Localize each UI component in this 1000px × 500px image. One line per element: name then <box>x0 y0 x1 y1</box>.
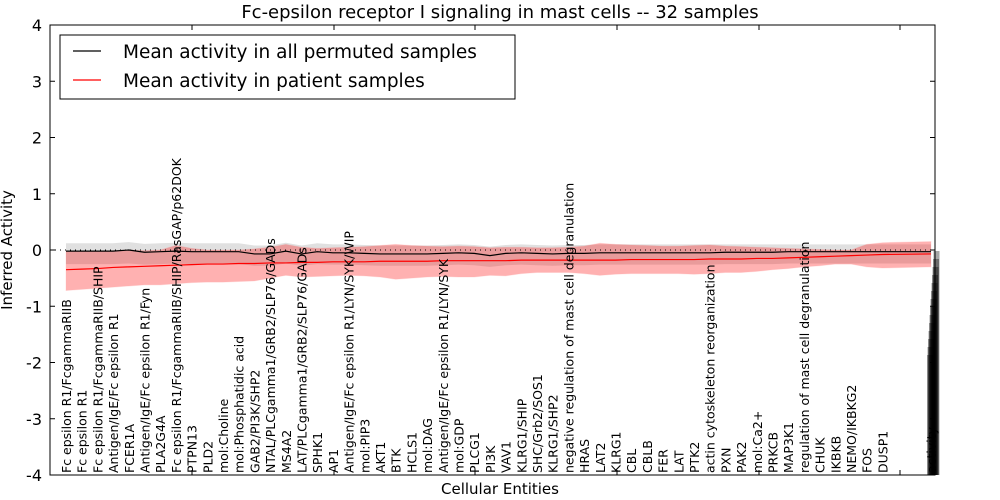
x-tick-label: Antigen/IgE/Fc epsilon R1/LYN/SYK <box>436 258 451 473</box>
x-tick-label-cluster <box>928 339 934 475</box>
x-tick-label: PTPN13 <box>185 425 200 473</box>
permuted-mean-line <box>66 249 931 257</box>
legend-label-patient: Mean activity in patient samples <box>123 71 425 92</box>
x-tick-label-cluster <box>929 323 935 475</box>
x-tick-label-cluster <box>927 347 934 475</box>
y-tick-label: -1 <box>26 297 42 316</box>
x-tick-label: NTAL/PLCgamma1/GRB2/SLP76/GADs <box>263 238 278 473</box>
x-tick-label: Antigen/IgE/Fc epsilon R1 <box>106 313 121 473</box>
x-tick-label: PLD2 <box>200 441 215 473</box>
plot-area <box>50 241 935 292</box>
legend-label-permuted: Mean activity in all permuted samples <box>123 42 477 63</box>
x-tick-label: HCLS1 <box>404 432 419 473</box>
legend: Mean activity in all permuted samples Me… <box>59 34 516 100</box>
chart-title: Fc-epsilon receptor I signaling in mast … <box>241 2 758 23</box>
x-tick-label: SPHK1 <box>310 432 325 473</box>
y-tick-label: -3 <box>26 410 42 429</box>
x-tick-label: PLA2G4A <box>153 415 168 473</box>
y-tick-label: -4 <box>26 466 42 485</box>
x-tick-label: Fc epsilon R1/FcgammaRIIB/SHIP <box>90 266 105 473</box>
x-tick-label: mol:Ca2+ <box>750 411 765 473</box>
x-tick-label-cluster <box>931 291 937 475</box>
x-tick-label: activity <box>924 426 939 473</box>
x-tick-label: Fc epsilon R1 <box>75 390 90 473</box>
y-axis: -4 -3 -2 -1 0 1 2 3 4 <box>26 16 935 485</box>
patient-band <box>65 241 932 292</box>
x-tick-label-cluster <box>933 251 940 475</box>
y-tick-label: 0 <box>32 241 42 260</box>
x-tick-label: PAK2 <box>734 442 749 473</box>
x-tick-label: mol:Phosphatidic acid <box>232 336 247 473</box>
patient-mean-line <box>65 253 932 271</box>
x-tick-label-cluster <box>928 331 935 475</box>
x-tick-label: PTK2 <box>687 442 702 473</box>
x-tick-label: GAB2/PI3K/SHP2 <box>247 370 262 473</box>
x-tick-label-cluster <box>930 307 936 475</box>
x-axis-label: Cellular Entities <box>441 480 559 498</box>
legend-box <box>59 34 516 100</box>
x-tick-label: CBLB <box>640 440 655 473</box>
x-tick-label: mol:Choline <box>216 398 231 473</box>
x-tick-label-cluster <box>931 283 938 475</box>
x-tick-label-cluster <box>930 299 937 475</box>
x-tick-label: regulation of mast cell degranulation <box>797 242 812 473</box>
x-tick-label: Fc epsilon R1/FcgammaRIIB/SHIP/RasGAP/p6… <box>169 157 184 473</box>
x-tick-label: PI3K <box>483 445 498 473</box>
x-tick-label: VAV1 <box>499 441 514 473</box>
y-tick-label: 4 <box>32 16 42 35</box>
y-tick-label: 1 <box>32 185 42 204</box>
x-tick-label: MAP3K1 <box>781 422 796 473</box>
x-tick-label: KLRG1/SHP2 <box>546 394 561 473</box>
x-tick-label: Antigen/IgE/Fc epsilon R1/LYN/SYK/WIP <box>342 231 357 473</box>
x-tick-label-cluster <box>932 267 939 475</box>
x-tick-label: negative regulation of mast cell degranu… <box>561 183 576 473</box>
x-tick-label: LAT2 <box>593 443 608 473</box>
x-tick-label: HRAS <box>577 439 592 473</box>
y-tick-label: -2 <box>26 354 42 373</box>
x-tick-label: FOS <box>860 448 875 473</box>
y-tick-label: 2 <box>32 129 42 148</box>
x-tick-label-cluster <box>927 355 933 475</box>
x-tick-label-cluster <box>933 259 939 475</box>
x-tick-label-cluster <box>932 275 938 475</box>
x-tick-label: mol:DAG <box>420 418 435 473</box>
x-tick-label: actin cytoskeleton reorganization <box>703 264 718 473</box>
y-axis-label: Inferred Activity <box>0 190 16 310</box>
x-tick-label: NEMO/IKBKG2 <box>844 385 859 473</box>
x-tick-label: FER <box>656 449 671 473</box>
x-tick-label: mol:GDP <box>452 418 467 473</box>
x-tick-label: AP1 <box>326 449 341 473</box>
x-tick-label: SHC/Grb2/SOS1 <box>530 374 545 473</box>
x-tick-label: IKBKB <box>828 436 843 473</box>
x-tick-label: DUSP1 <box>875 431 890 473</box>
x-tick-label: PRKCB <box>766 432 781 473</box>
x-tick-label: LAT/PLCgamma1/GRB2/SLP76/GADs <box>295 247 310 473</box>
x-tick-label: LAT <box>671 450 686 473</box>
x-tick-label: BTK <box>389 448 404 473</box>
x-tick-label: MS4A2 <box>279 430 294 473</box>
x-tick-label: KLRG1/SHIP <box>514 398 529 473</box>
x-tick-label-cluster <box>929 315 936 475</box>
y-tick-label: 3 <box>32 72 42 91</box>
x-tick-label: Fc epsilon R1/FcgammaRIIB <box>59 299 74 473</box>
x-tick-label: PXN <box>718 448 733 473</box>
x-tick-label: AKT1 <box>373 442 388 473</box>
x-tick-label: FCER1A <box>122 424 137 473</box>
x-tick-label: KLRG1 <box>609 432 624 474</box>
x-tick-label: CBL <box>624 449 639 473</box>
x-tick-label: mol:PIP3 <box>357 419 372 473</box>
x-tick-label: CHUK <box>813 437 828 473</box>
x-tick-label: PLCG1 <box>467 432 482 473</box>
x-tick-label: Antigen/IgE/Fc epsilon R1/Fyn <box>138 288 153 473</box>
